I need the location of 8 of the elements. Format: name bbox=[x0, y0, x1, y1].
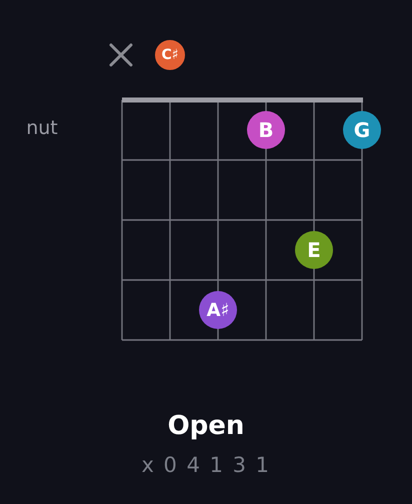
note-marker: A♯ bbox=[199, 291, 237, 329]
nut-label: nut bbox=[25, 117, 59, 140]
fingering-label: x 0 4 1 3 1 bbox=[140, 453, 272, 478]
note-marker: B bbox=[247, 111, 285, 149]
note-marker: E bbox=[295, 231, 333, 269]
note-marker: G bbox=[343, 111, 381, 149]
chord-title: Open bbox=[166, 411, 246, 442]
open-string-marker: C♯ bbox=[155, 40, 185, 70]
